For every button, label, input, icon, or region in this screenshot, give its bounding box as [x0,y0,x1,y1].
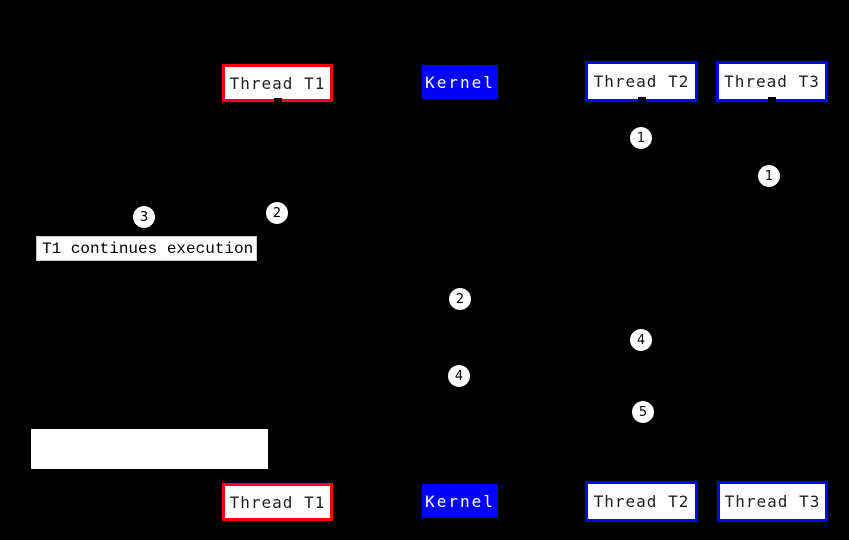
thread-t1-label-top: Thread T1 [229,73,326,93]
thread-t2-box-top: Thread T2 [585,61,698,102]
kernel-box-top: Kernel [422,65,498,99]
lifeline-stub-t2-top [638,97,646,102]
kernel-label-top: Kernel [425,72,495,92]
step-marker-number: 1 [764,168,774,184]
thread-t2-box-bottom: Thread T2 [585,481,698,522]
t1-continues-note-text: T1 continues execution [42,239,254,258]
step-marker-2-kernel: 2 [449,288,471,310]
step-marker-number: 2 [455,291,465,307]
step-marker-3-thread-t1: 3 [133,206,155,228]
kernel-box-bottom: Kernel [422,484,498,518]
step-marker-1-thread-t2: 1 [630,127,652,149]
step-marker-number: 5 [638,404,648,420]
step-marker-number: 4 [636,332,646,348]
kernel-label-bottom: Kernel [425,491,495,511]
step-marker-4-thread-t2: 4 [630,329,652,351]
thread-t1-label-bottom: Thread T1 [229,492,326,512]
thread-t2-label-bottom: Thread T2 [593,492,690,511]
step-marker-number: 4 [454,368,464,384]
blank-note-box [31,429,268,469]
lifeline-stub-t3-top [768,97,776,102]
thread-t1-box-top: Thread T1 [222,64,333,102]
step-marker-number: 1 [636,130,646,146]
t1-continues-note: T1 continues execution [36,236,257,261]
lifeline-stub-t1-top [274,98,282,103]
thread-t3-label-top: Thread T3 [724,72,820,91]
step-marker-1-thread-t3: 1 [758,165,780,187]
thread-t2-label-top: Thread T2 [593,72,690,91]
step-marker-number: 3 [139,209,149,225]
step-marker-5-thread-t2: 5 [632,401,654,423]
thread-t1-box-bottom: Thread T1 [222,483,333,521]
thread-t3-box-top: Thread T3 [716,61,828,102]
step-marker-number: 2 [272,205,282,221]
step-marker-2-thread-t1: 2 [266,202,288,224]
thread-t3-label-bottom: Thread T3 [724,492,821,511]
thread-t3-box-bottom: Thread T3 [717,481,828,522]
step-marker-4-kernel: 4 [448,365,470,387]
